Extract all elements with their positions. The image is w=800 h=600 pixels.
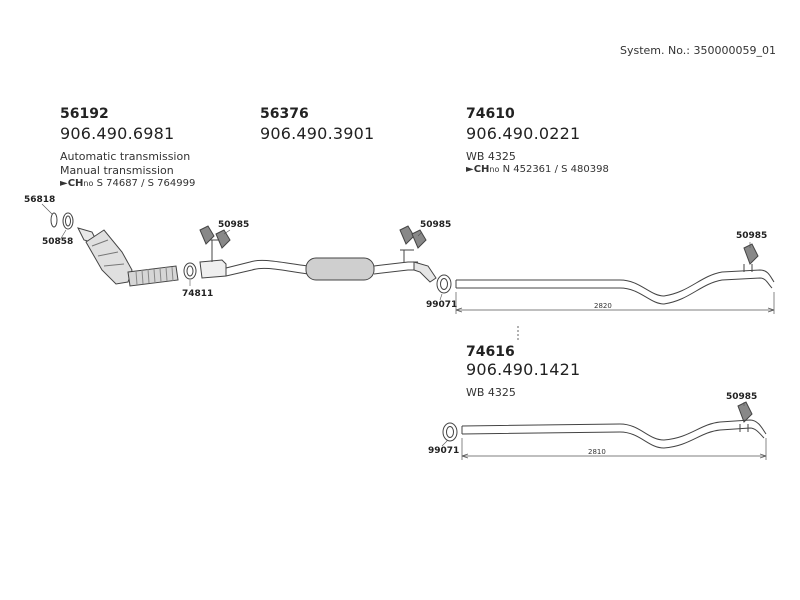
chassis-range-g3: ►CHno N 452361 / S 480398	[466, 164, 609, 175]
callout-50985-a: 50985	[218, 220, 250, 230]
catalytic-converter-56192	[50, 212, 197, 287]
clamp-99071-b	[442, 422, 458, 442]
rubber-hanger-50985-a	[199, 225, 231, 249]
note-manual: Manual transmission	[60, 164, 174, 177]
clamp-99071-a	[436, 274, 452, 294]
reference-number-g1: 906.490.6981	[60, 124, 175, 143]
callout-50985-b: 50985	[420, 220, 452, 230]
callout-99071-b: 99071	[428, 446, 460, 456]
callout-74811: 74811	[182, 289, 214, 299]
tailpipe-74616	[461, 419, 767, 449]
dimension-2820: 2820	[594, 302, 612, 310]
wheelbase-g4: WB 4325	[466, 386, 516, 399]
wheelbase-g3: WB 4325	[466, 150, 516, 163]
ring-56818	[50, 212, 58, 228]
rubber-hanger-50985-c	[743, 243, 759, 265]
ch-no: no	[83, 179, 94, 188]
ch-text: S 74687 / S 764999	[96, 178, 196, 189]
rubber-hanger-50985-b	[399, 225, 427, 249]
part-number-74610: 74610	[466, 106, 515, 122]
dimension-line-2810	[461, 438, 767, 460]
system-number: System. No.: 350000059_01	[620, 44, 776, 57]
part-number-56192: 56192	[60, 106, 109, 122]
clamp-74811	[183, 262, 197, 280]
ch-text: N 452361 / S 480398	[502, 164, 609, 175]
callout-56818: 56818	[24, 195, 56, 205]
dimension-line-2820	[455, 292, 775, 314]
callout-50858: 50858	[42, 237, 74, 247]
dimension-2810: 2810	[588, 448, 606, 456]
middle-silencer-56376	[199, 239, 437, 283]
callout-99071-a: 99071	[426, 300, 458, 310]
reference-number-g3: 906.490.0221	[466, 124, 581, 143]
ch-no: no	[489, 165, 500, 174]
part-number-56376: 56376	[260, 106, 309, 122]
gasket-50858	[62, 212, 74, 230]
callout-50985-d: 50985	[726, 392, 758, 402]
arrow-right-icon: ►	[466, 164, 474, 175]
ch-prefix: CH	[67, 178, 84, 189]
rubber-hanger-50985-d	[737, 401, 753, 423]
reference-number-g4: 906.490.1421	[466, 360, 581, 379]
ch-prefix: CH	[473, 164, 490, 175]
leader-lines	[41, 203, 751, 447]
arrow-right-icon: ►	[60, 178, 68, 189]
part-number-74616: 74616	[466, 344, 515, 360]
chassis-range-g1: ►CHno S 74687 / S 764999	[60, 178, 195, 189]
tailpipe-74610	[455, 264, 775, 305]
note-automatic: Automatic transmission	[60, 150, 191, 163]
callout-50985-c: 50985	[736, 231, 768, 241]
reference-number-g2: 906.490.3901	[260, 124, 375, 143]
